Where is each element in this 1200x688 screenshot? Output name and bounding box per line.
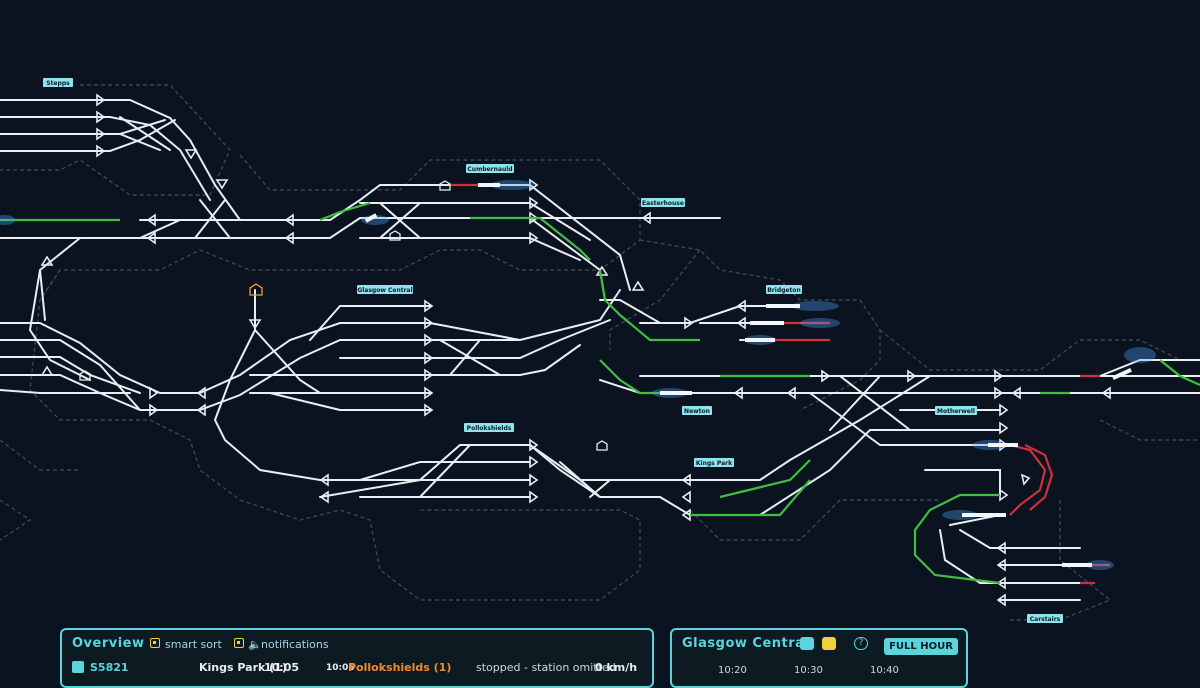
train-icon — [72, 661, 84, 673]
trains — [0, 180, 1156, 570]
depot-icons — [79, 180, 608, 451]
station-label-glasgow-central: Glasgow Central — [357, 285, 413, 294]
svg-text:Stepps: Stepps — [46, 80, 70, 87]
svg-text:Cumbernauld: Cumbernauld — [467, 166, 512, 173]
depot-icon — [79, 370, 91, 381]
svg-text:Carstairs: Carstairs — [1030, 616, 1061, 623]
overview-title: Overview — [72, 636, 145, 651]
station-label-motherwell: Motherwell — [935, 406, 977, 415]
station-label-kings-park: Kings Park — [694, 458, 734, 467]
svg-text:Newton: Newton — [684, 408, 710, 415]
help-icon[interactable]: ? — [854, 637, 868, 650]
full-hour-button[interactable]: FULL HOUR ▷ — [884, 638, 958, 669]
depot-icon — [439, 180, 451, 191]
exchange-icon[interactable] — [822, 637, 836, 650]
station-label-newton: Newton — [682, 406, 712, 415]
station-label-carstairs: Carstairs — [1027, 614, 1063, 623]
svg-text:Pollokshields: Pollokshields — [467, 425, 512, 432]
station-panel-title: Glasgow Central — [682, 636, 810, 651]
station-panel: Glasgow Central ? FULL HOUR ▷ 10:20 10:3… — [670, 628, 968, 688]
destination: Pollokshields (1) — [348, 661, 452, 674]
notifications-label: notifications — [261, 638, 329, 651]
overview-panel: Overview smart sort 🔈 notifications S582… — [60, 628, 654, 688]
train-speed: 0 km/h — [595, 661, 638, 674]
svg-text:Kings Park: Kings Park — [696, 460, 733, 467]
next-time: 10:05 — [264, 661, 300, 674]
svg-text:Glasgow Central: Glasgow Central — [357, 287, 412, 294]
station-label-pollokshields: Pollokshields — [464, 423, 514, 432]
smart-sort-label: smart sort — [165, 638, 222, 651]
svg-text:Bridgeton: Bridgeton — [767, 287, 801, 294]
time-label: 10:40 — [870, 665, 899, 676]
depot-icon — [249, 283, 263, 296]
station-labels: Stepps Cumbernauld Easterhouse Glasgow C… — [43, 78, 1063, 623]
planned-time: 10:06 — [326, 663, 355, 673]
time-label: 10:30 — [794, 665, 823, 676]
speaker-icon: 🔈 — [248, 638, 262, 651]
depot-icon — [389, 230, 401, 241]
train-status: stopped - station omitted — [476, 661, 616, 674]
block-boundaries — [0, 84, 1200, 621]
svg-text:Easterhouse: Easterhouse — [642, 200, 684, 207]
station-label-cumbernauld: Cumbernauld — [466, 164, 514, 173]
station-label-easterhouse: Easterhouse — [641, 198, 685, 207]
track-network — [0, 99, 1200, 601]
time-label: 10:20 — [718, 665, 747, 676]
next-stop: Kings Park (1) — [199, 661, 287, 674]
smart-sort-checkbox[interactable] — [150, 638, 160, 648]
signals — [40, 93, 1111, 607]
station-label-bridgeton: Bridgeton — [766, 285, 802, 294]
train-id: S5821 — [90, 661, 129, 674]
station-label-stepps: Stepps — [43, 78, 73, 87]
reserved-routes — [0, 201, 1200, 585]
depot-icon — [596, 440, 608, 451]
svg-text:Motherwell: Motherwell — [937, 408, 975, 415]
swap-icon[interactable] — [800, 637, 814, 650]
notifications-checkbox[interactable] — [234, 638, 244, 648]
occupied-routes — [450, 183, 1110, 585]
